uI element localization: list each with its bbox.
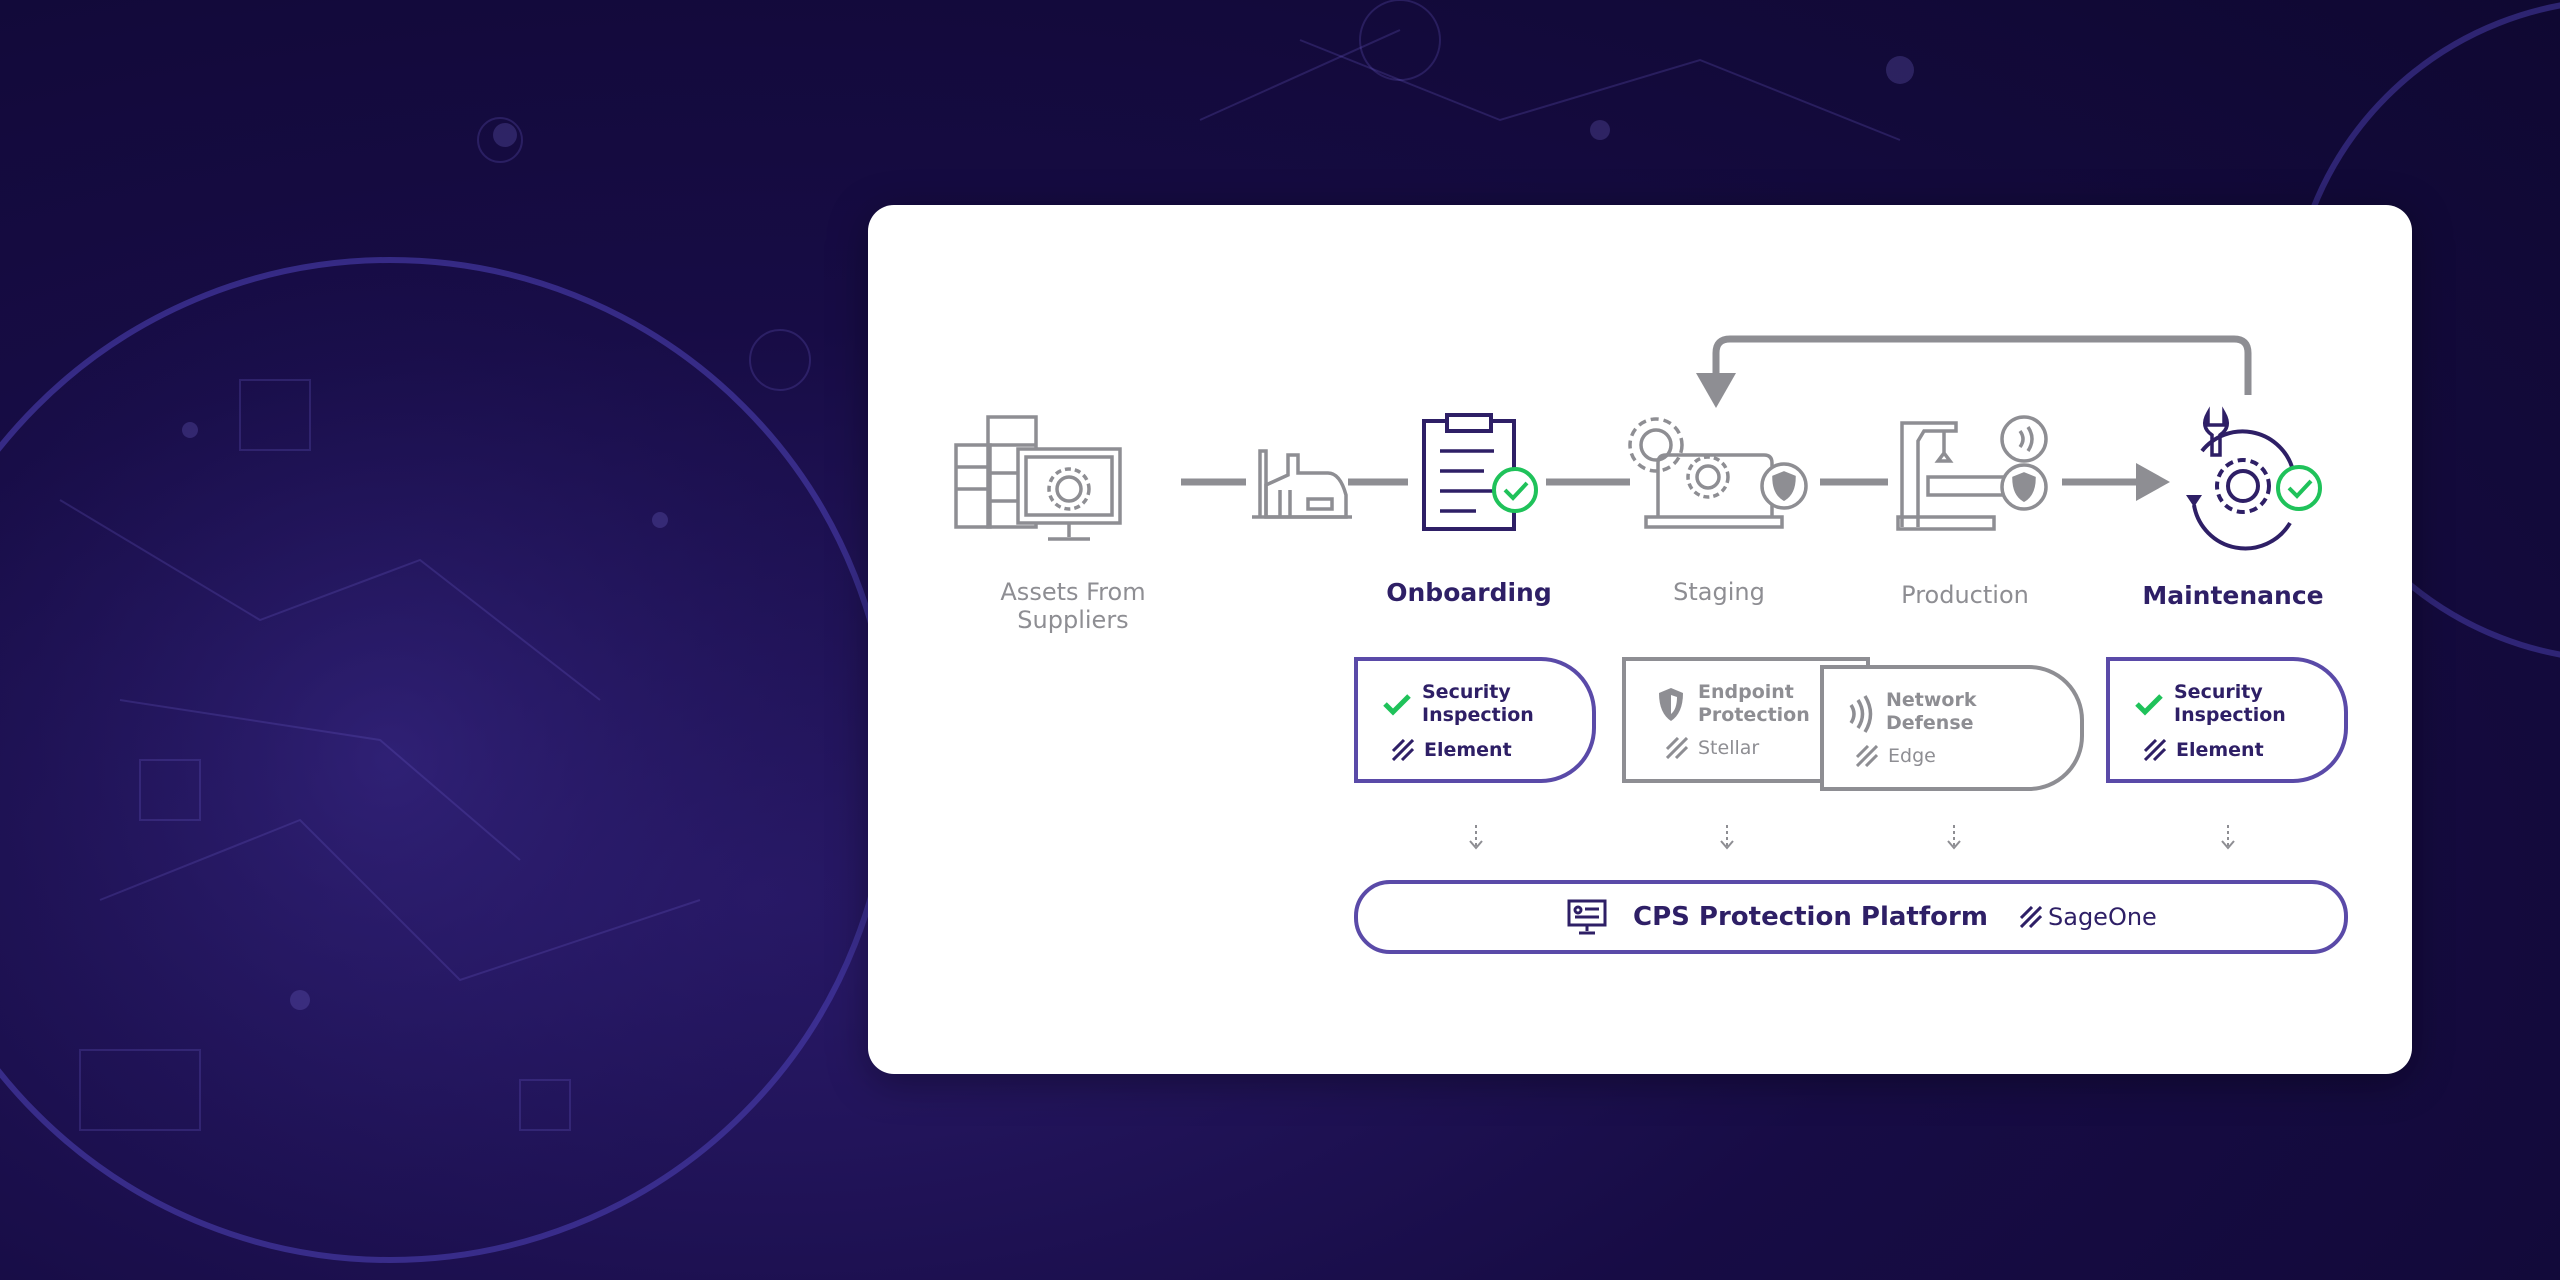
stage-label-production: Production xyxy=(1901,581,2029,609)
hatch-icon xyxy=(1856,745,1878,767)
platform-product: SageOne xyxy=(2048,903,2157,931)
check-icon xyxy=(1383,694,1411,716)
service-title-line1: Security xyxy=(2174,681,2263,703)
service-title-line1: Security xyxy=(1422,681,1511,703)
service-title-line2: Protection xyxy=(1698,704,1810,726)
wrench-gear-cycle-icon xyxy=(2186,406,2322,551)
service-box-production: Network Defense Edge xyxy=(1820,665,2084,791)
stage-label-maintenance: Maintenance xyxy=(2142,581,2324,610)
service-box-onboarding: Security Inspection Element xyxy=(1354,657,1596,783)
hatch-icon xyxy=(2144,739,2166,761)
service-title-line2: Defense xyxy=(1886,712,1974,734)
factory-icon xyxy=(1252,449,1352,519)
shield-icon xyxy=(1659,688,1683,721)
platform-title: CPS Protection Platform xyxy=(1633,902,1988,932)
platform-bar: CPS Protection Platform SageOne xyxy=(1354,880,2348,954)
service-product: Stellar xyxy=(1698,737,1760,759)
hatch-icon xyxy=(2020,906,2042,928)
service-title-line2: Inspection xyxy=(1422,704,1534,726)
stage-label-onboarding: Onboarding xyxy=(1386,578,1552,607)
hatch-icon xyxy=(1392,739,1414,761)
workflow-diagram xyxy=(954,335,2322,850)
service-title-line2: Inspection xyxy=(2174,704,2286,726)
laptop-gears-shield-icon xyxy=(1628,417,1808,529)
service-product: Edge xyxy=(1888,745,1936,767)
flow-arrowhead xyxy=(2136,463,2170,501)
service-title-line1: Endpoint xyxy=(1698,681,1794,703)
server-monitor-gear-icon xyxy=(954,415,1122,541)
service-product: Element xyxy=(2176,739,2264,761)
check-icon xyxy=(2135,694,2163,716)
stage-label-assets: Assets From Suppliers xyxy=(1000,578,1146,634)
diagram-card: Assets From Suppliers Onboarding Staging… xyxy=(868,205,2412,1074)
hatch-icon xyxy=(1666,737,1688,759)
service-box-maintenance: Security Inspection Element xyxy=(2106,657,2348,783)
clipboard-check-icon xyxy=(1422,413,1538,531)
machine-shield-icon xyxy=(1896,415,2048,531)
stage-label-staging: Staging xyxy=(1673,578,1765,606)
wave-signal-icon xyxy=(1849,695,1873,733)
loop-arrowhead xyxy=(1696,373,1736,408)
service-product: Element xyxy=(1424,739,1512,761)
monitor-icon xyxy=(1567,899,1607,935)
service-title-line1: Network xyxy=(1886,689,1977,711)
feedback-loop-line xyxy=(1712,335,2252,395)
